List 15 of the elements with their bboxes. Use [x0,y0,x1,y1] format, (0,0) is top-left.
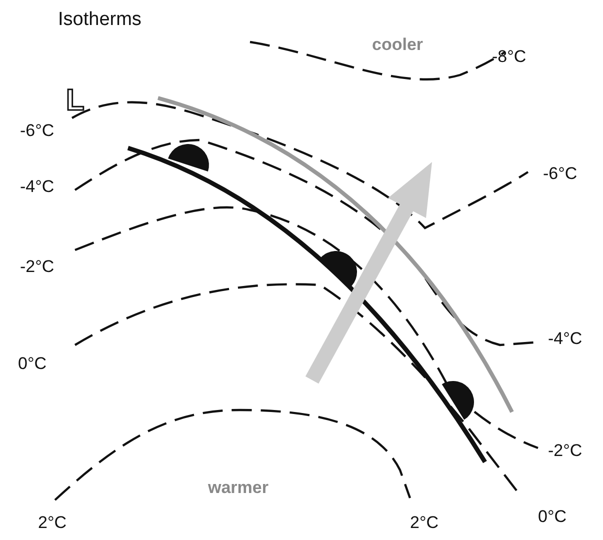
temperature-label: -4°C [548,330,582,347]
temperature-label: 2°C [38,514,67,531]
temperature-label: -8°C [492,48,526,65]
title-text: Isotherms [58,10,142,29]
temperature-label: -4°C [20,178,54,195]
temperature-label: -6°C [20,122,54,139]
temperature-label: 0°C [538,508,567,525]
temperature-label: -2°C [20,258,54,275]
region-label: warmer [208,479,268,496]
temperature-label: 0°C [18,355,47,372]
region-label: cooler [372,36,424,53]
temperature-label: -2°C [548,442,582,459]
temperature-label: -6°C [543,165,578,182]
low-pressure-symbol: L [66,86,84,116]
temperature-label: 2°C [410,514,439,531]
